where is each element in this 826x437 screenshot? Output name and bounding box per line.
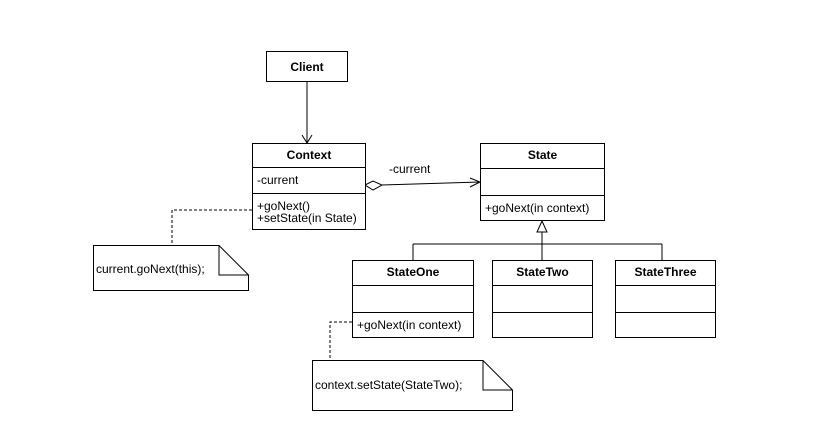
context-class-name: Context: [253, 144, 365, 168]
generalization-triangle: [536, 219, 548, 233]
stateone-class-name: StateOne: [353, 261, 473, 286]
stateone-note-anchor: [329, 321, 352, 360]
client-class[interactable]: Client: [266, 51, 348, 82]
state-operations: +goNext(in context): [481, 196, 604, 220]
state-operation: +goNext(in context): [485, 201, 590, 215]
state-interface[interactable]: State +goNext(in context): [480, 143, 605, 221]
context-note-text: current.goNext(this);: [96, 262, 205, 276]
statethree-operations: [616, 313, 715, 337]
statetwo-class-name: StateTwo: [493, 261, 592, 286]
context-state-aggregation: [381, 181, 481, 186]
note-shape: [93, 245, 249, 291]
stateone-operation: +goNext(in context): [357, 318, 462, 332]
statethree-class-name: StateThree: [616, 261, 715, 286]
state-class-name: State: [481, 144, 604, 169]
stateone-note-text: context.setState(StateTwo);: [315, 378, 463, 392]
statethree-attributes: [616, 286, 715, 313]
context-operation: +setState(in State): [257, 211, 357, 225]
aggregation-diamond: [363, 180, 384, 191]
client-class-name: Client: [290, 59, 324, 74]
association-role-label: -current: [389, 162, 431, 176]
statetwo-class[interactable]: StateTwo: [492, 260, 593, 338]
state-attributes: [481, 169, 604, 196]
stateone-note[interactable]: context.setState(StateTwo);: [312, 360, 513, 411]
statetwo-operations: [493, 313, 592, 337]
context-attributes: -current: [253, 168, 365, 194]
statetwo-attributes: [493, 286, 592, 313]
context-note[interactable]: current.goNext(this);: [93, 245, 249, 291]
note-shape: [312, 360, 513, 411]
context-class[interactable]: Context -current +goNext() +setState(in …: [252, 143, 366, 230]
context-note-anchor: [171, 209, 252, 245]
stateone-class[interactable]: StateOne +goNext(in context): [352, 260, 474, 338]
statethree-class[interactable]: StateThree: [615, 260, 716, 338]
stateone-attributes: [353, 286, 473, 313]
context-operation: +goNext(): [257, 199, 311, 213]
context-attribute: -current: [257, 173, 299, 187]
stateone-operations: +goNext(in context): [353, 313, 473, 337]
context-operations: +goNext() +setState(in State): [253, 194, 365, 229]
